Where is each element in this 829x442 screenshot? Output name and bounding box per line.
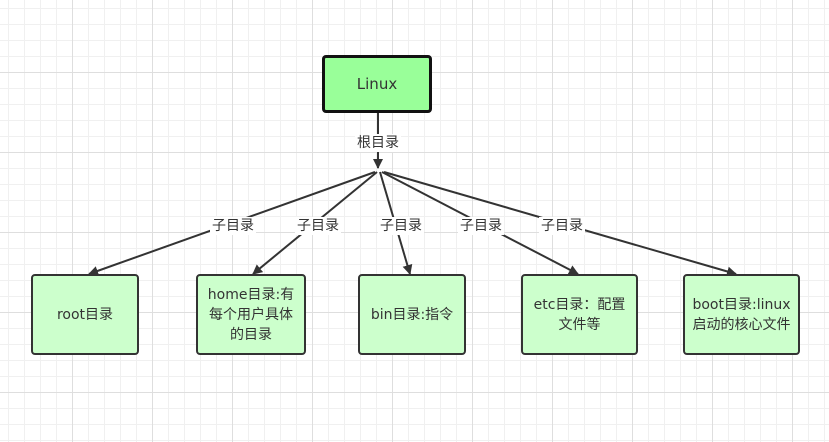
node-linux-label: Linux	[356, 75, 398, 93]
edge-label-root-dir: 子目录	[210, 217, 256, 235]
edge-label-home-dir: 子目录	[295, 217, 341, 235]
node-etc-dir[interactable]: etc目录：配置文件等	[521, 274, 638, 355]
node-bin-dir-label: bin目录:指令	[370, 306, 454, 323]
edge-label-bin-dir: 子目录	[378, 217, 424, 235]
node-root-dir[interactable]: root目录	[31, 274, 139, 355]
node-etc-dir-label: etc目录：配置文件等	[533, 296, 626, 333]
edge-label-boot-dir: 子目录	[539, 217, 585, 235]
node-home-dir[interactable]: home目录:有每个用户具体的目录	[196, 274, 306, 355]
node-home-dir-label: home目录:有每个用户具体的目录	[207, 286, 295, 343]
node-linux[interactable]: Linux	[322, 55, 432, 113]
node-boot-dir-label: boot目录:linux启动的核心文件	[692, 296, 791, 333]
node-boot-dir[interactable]: boot目录:linux启动的核心文件	[683, 274, 800, 355]
edge-label-etc-dir: 子目录	[458, 217, 504, 235]
edge-label-root-dir-main: 根目录	[355, 134, 401, 152]
node-bin-dir[interactable]: bin目录:指令	[358, 274, 466, 355]
node-root-dir-label: root目录	[56, 306, 114, 323]
